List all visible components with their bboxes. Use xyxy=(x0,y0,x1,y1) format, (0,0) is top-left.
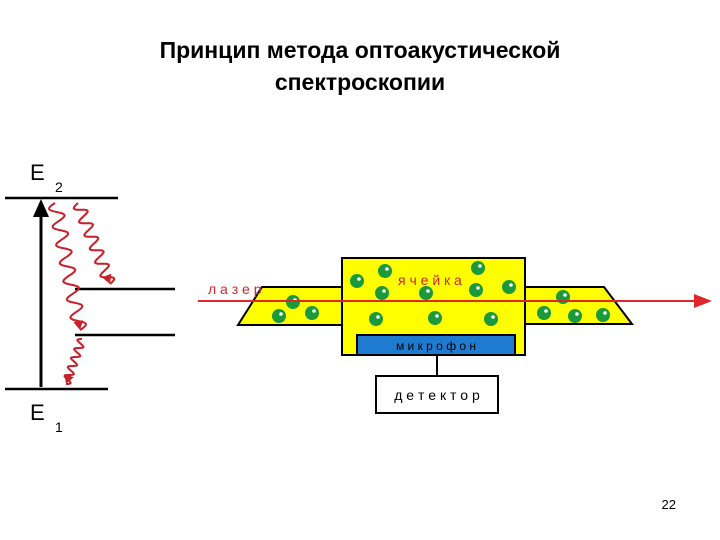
absorption-arrow-head xyxy=(33,199,49,217)
molecule xyxy=(272,309,286,323)
slide-title-line-2: спектроскопии xyxy=(274,69,446,95)
molecule xyxy=(596,308,610,322)
relaxation-arrow-head-1 xyxy=(102,273,112,284)
microphone-label: м и к р о ф о н xyxy=(396,339,476,353)
molecule xyxy=(428,311,442,325)
relaxation-arrow-head-2 xyxy=(73,320,84,330)
optoacoustic-cell: я ч е й к а л а з е р м и к р xyxy=(198,257,712,414)
molecule xyxy=(419,286,433,300)
slide-title: Принцип метода оптоакустической спектрос… xyxy=(60,34,660,98)
molecule xyxy=(378,264,392,278)
molecule xyxy=(350,274,364,288)
page-number: 22 xyxy=(661,497,676,512)
laser-beam-arrowhead xyxy=(694,294,712,308)
level-e1-subscript: 1 xyxy=(55,419,63,435)
relaxation-arrow-head-3 xyxy=(64,373,74,384)
relaxation-wavy-arrow-2 xyxy=(47,202,88,331)
molecule xyxy=(305,306,319,320)
laser-label: л а з е р xyxy=(208,281,262,297)
molecule xyxy=(568,309,582,323)
molecule xyxy=(484,312,498,326)
molecule xyxy=(502,280,516,294)
molecule xyxy=(369,312,383,326)
molecule xyxy=(537,306,551,320)
detector xyxy=(375,375,499,414)
level-e2-subscript: 2 xyxy=(55,179,63,195)
energy-level-diagram: E 2 E 1 xyxy=(5,160,175,435)
molecule xyxy=(471,261,485,275)
cell-label: я ч е й к а xyxy=(398,272,462,288)
molecule xyxy=(469,283,483,297)
relaxation-wavy-arrow-1 xyxy=(72,202,116,285)
slide-title-line-1: Принцип метода оптоакустической xyxy=(159,37,561,63)
detector-label: д е т е к т о р xyxy=(394,387,480,403)
level-e1-letter: E xyxy=(30,400,45,425)
level-e2-letter: E xyxy=(30,160,45,185)
molecule xyxy=(375,286,389,300)
